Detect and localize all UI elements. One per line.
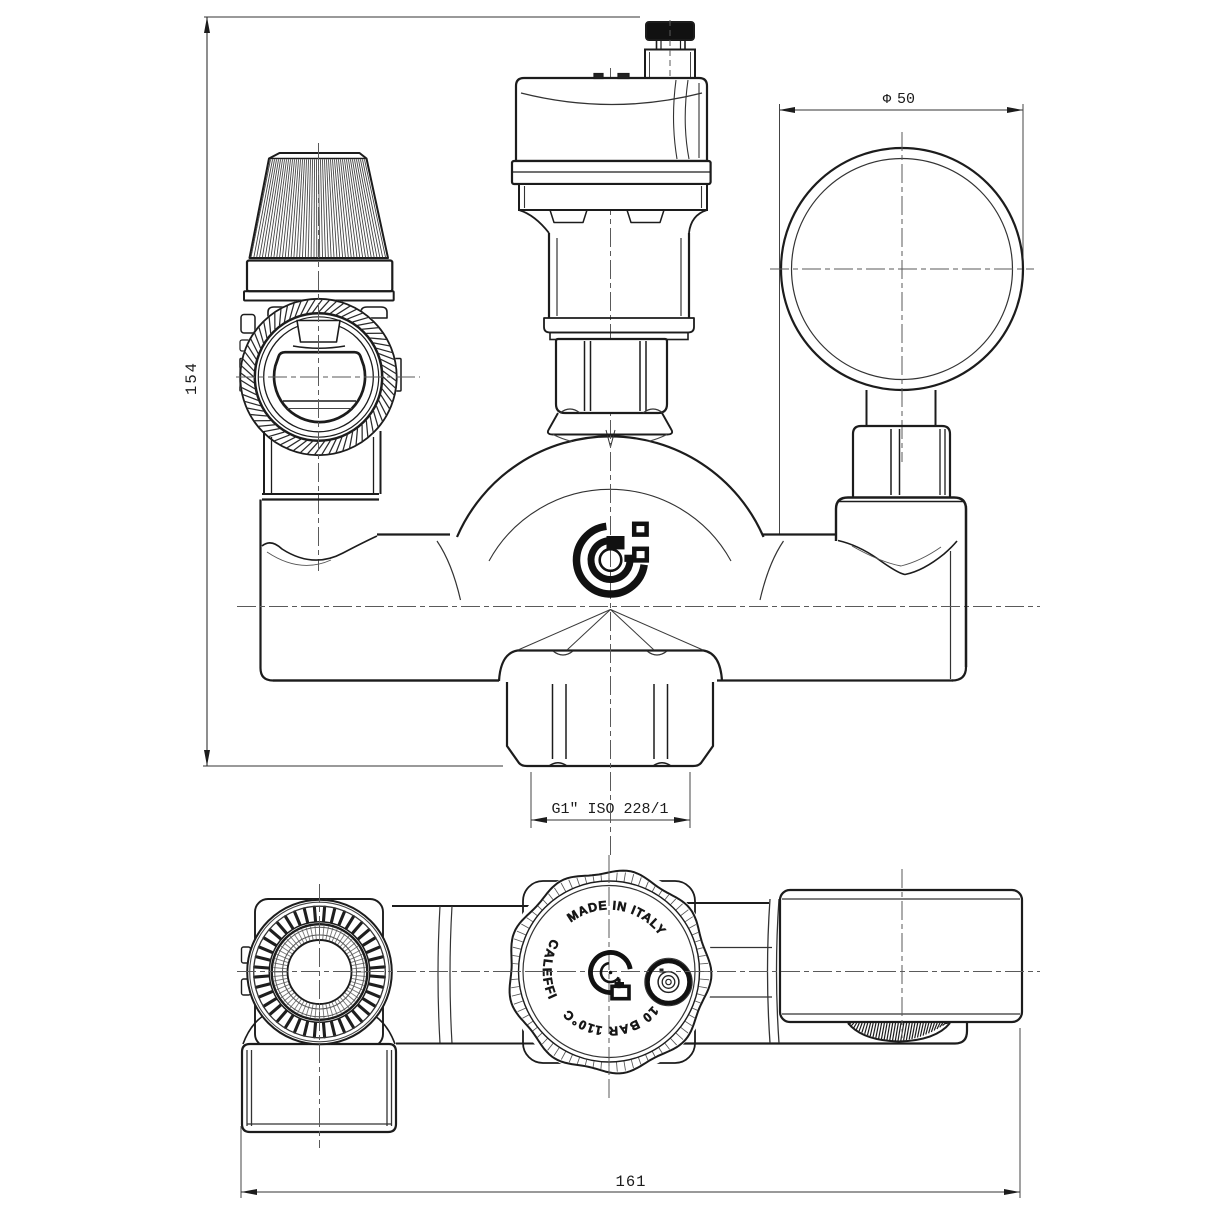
svg-text:Φ: Φ bbox=[883, 92, 892, 108]
svg-text:154: 154 bbox=[183, 361, 201, 395]
svg-text:CALEFFI: CALEFFI bbox=[540, 937, 562, 1002]
svg-text:50: 50 bbox=[897, 91, 915, 108]
svg-text:161: 161 bbox=[616, 1173, 647, 1191]
